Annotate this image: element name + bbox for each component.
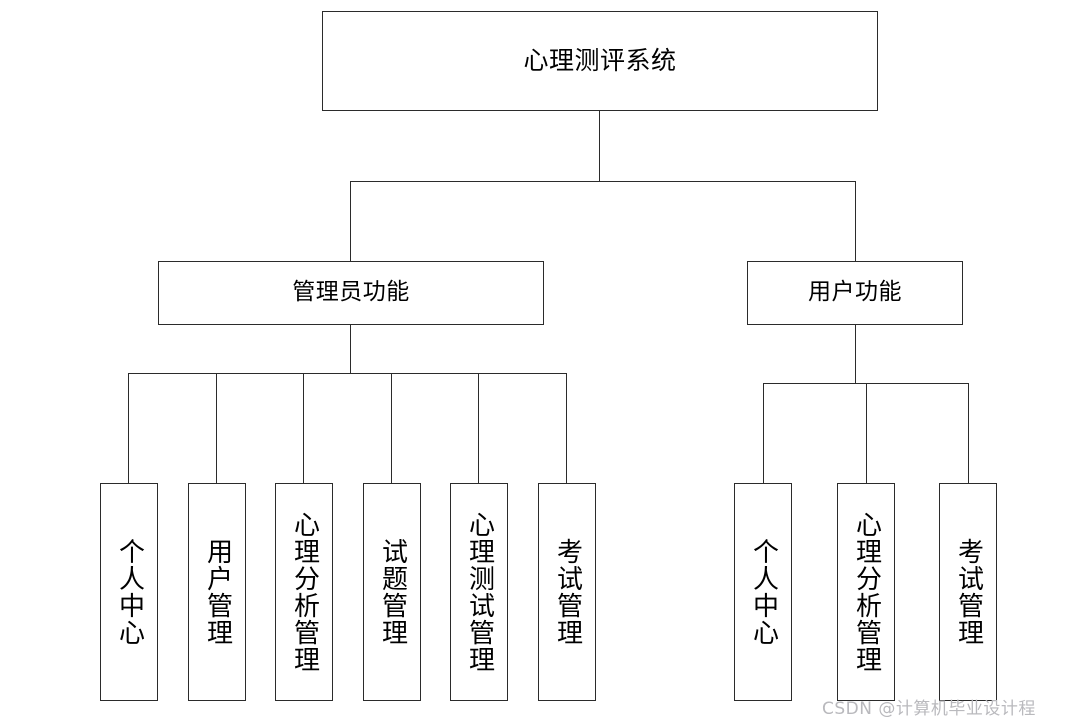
connector-user-leaf-2: [866, 383, 868, 483]
connector-root-stem: [599, 111, 601, 182]
node-user-leaf-3-label: 考试管理: [953, 538, 984, 646]
node-admin-label: 管理员功能: [292, 279, 410, 306]
connector-user-stem: [855, 325, 857, 383]
node-admin-leaf-6-label: 考试管理: [552, 538, 583, 646]
connector-to-admin: [350, 181, 352, 261]
watermark-text: CSDN @计算机毕业设计程: [822, 699, 1036, 719]
node-admin-leaf-user-management[interactable]: 用户管理: [188, 483, 246, 701]
node-admin-leaf-4-label: 试题管理: [377, 538, 408, 646]
connector-admin-leaf-3: [303, 373, 305, 483]
connector-admin-leaf-bus: [128, 373, 566, 375]
node-user-leaf-personal-center[interactable]: 个人中心: [734, 483, 792, 701]
node-user-leaf-analysis-management[interactable]: 心理分析管理: [837, 483, 895, 701]
connector-admin-leaf-4: [391, 373, 393, 483]
connector-to-user: [855, 181, 857, 261]
connector-admin-leaf-2: [216, 373, 218, 483]
node-admin-leaf-1-label: 个人中心: [114, 538, 145, 646]
node-root-system[interactable]: 心理测评系统: [322, 11, 878, 111]
connector-admin-stem: [350, 325, 352, 373]
node-admin-leaf-3-label: 心理分析管理: [289, 511, 320, 673]
node-user-leaf-exam-management[interactable]: 考试管理: [939, 483, 997, 701]
connector-level2-bus: [350, 181, 856, 183]
node-user-leaf-1-label: 个人中心: [748, 538, 779, 646]
node-admin-leaf-2-label: 用户管理: [202, 538, 233, 646]
connector-admin-leaf-1: [128, 373, 130, 483]
connector-user-leaf-bus: [763, 383, 968, 385]
node-root-label: 心理测评系统: [523, 46, 677, 76]
connector-admin-leaf-6: [566, 373, 568, 483]
node-admin-leaf-5-label: 心理测试管理: [464, 511, 495, 673]
node-admin-leaf-personal-center[interactable]: 个人中心: [100, 483, 158, 701]
node-user-leaf-2-label: 心理分析管理: [851, 511, 882, 673]
node-user-label: 用户功能: [808, 279, 902, 306]
connector-admin-leaf-5: [478, 373, 480, 483]
connector-user-leaf-1: [763, 383, 765, 483]
node-admin-leaf-analysis-management[interactable]: 心理分析管理: [275, 483, 333, 701]
node-admin-leaf-question-management[interactable]: 试题管理: [363, 483, 421, 701]
node-admin-leaf-test-management[interactable]: 心理测试管理: [450, 483, 508, 701]
connector-user-leaf-3: [968, 383, 970, 483]
node-user-functions[interactable]: 用户功能: [747, 261, 963, 325]
node-admin-leaf-exam-management[interactable]: 考试管理: [538, 483, 596, 701]
node-admin-functions[interactable]: 管理员功能: [158, 261, 544, 325]
